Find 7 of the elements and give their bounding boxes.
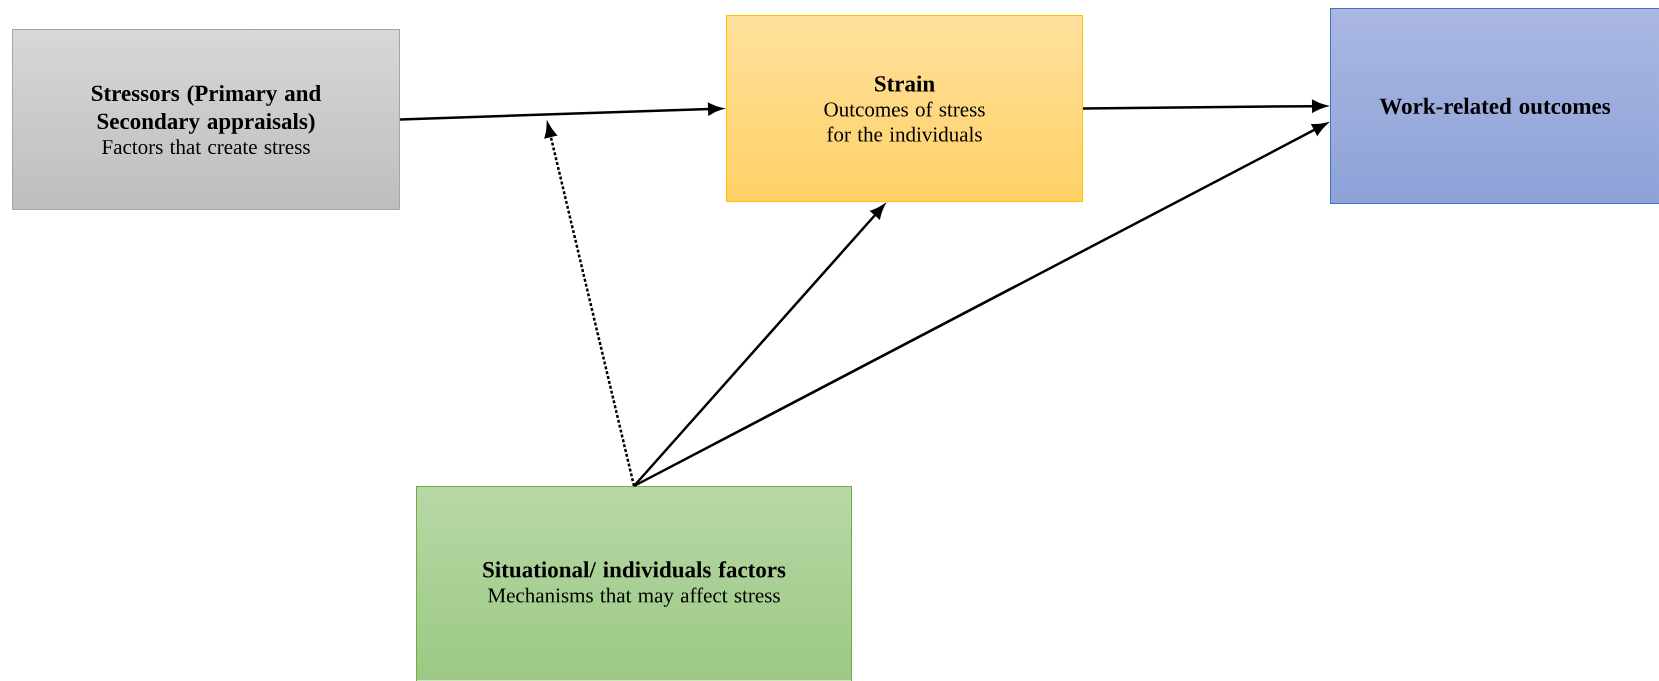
process-box: Stressors (Primary and Secondary appraisals) Factors that create stress bbox=[12, 29, 400, 210]
process-box: Strain Outcomes of stress for the individuals bbox=[726, 15, 1083, 202]
arrow bbox=[1083, 100, 1327, 113]
arrow bbox=[633, 122, 1327, 488]
arrow bbox=[633, 204, 885, 487]
process-box: Work-related outcomes bbox=[1330, 8, 1659, 204]
process-box: Situational/ individuals factors Mechanisms that may affect stress bbox=[416, 486, 852, 681]
